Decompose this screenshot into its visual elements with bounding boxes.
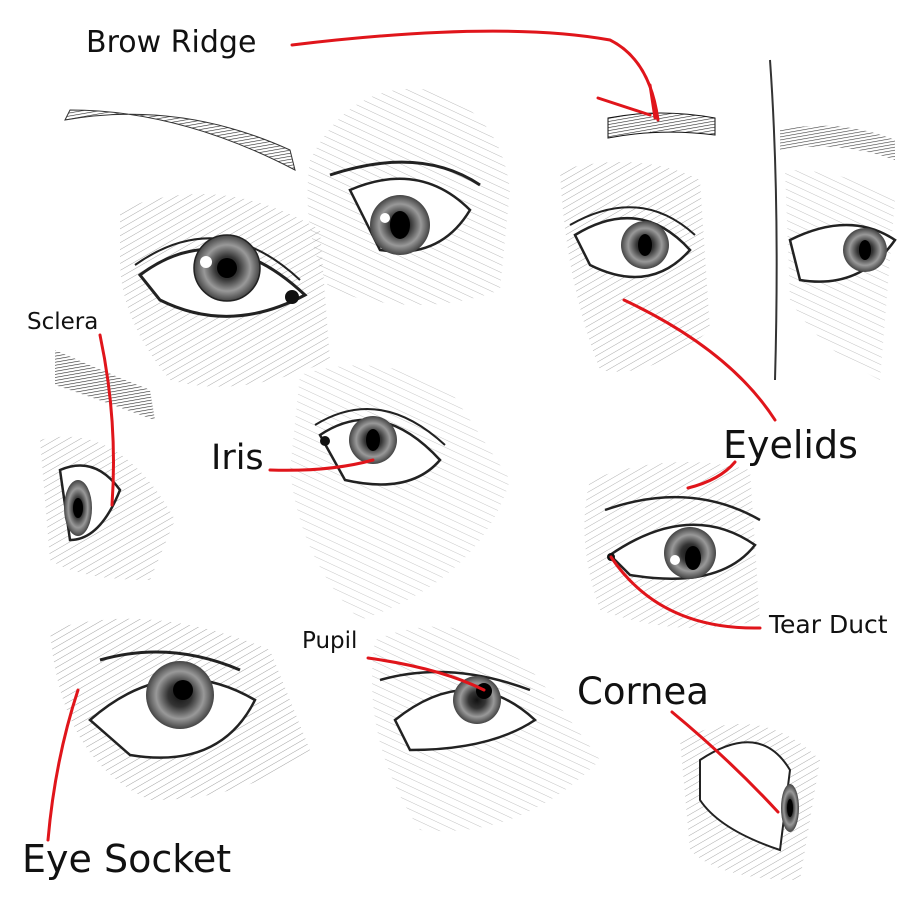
iris-leader <box>268 458 375 472</box>
eye-sketch-9 <box>372 626 600 832</box>
label-sclera: Sclera <box>27 309 99 335</box>
brow-ridge-arrow-1 <box>596 96 652 117</box>
label-brow-ridge: Brow Ridge <box>86 25 257 60</box>
label-iris: Iris <box>211 438 264 478</box>
eye-sketch-4 <box>769 59 897 381</box>
eye-sketch-1 <box>64 109 330 387</box>
eye-sketch-10 <box>680 724 820 880</box>
label-pupil: Pupil <box>302 628 358 654</box>
eye-sketch-3 <box>560 112 716 372</box>
label-eyelids: Eyelids <box>723 423 858 467</box>
eye-sketch-7 <box>584 462 761 628</box>
eye-sketch-8 <box>50 618 310 800</box>
label-eye-socket: Eye Socket <box>22 837 232 881</box>
sclera-leader <box>98 333 115 507</box>
brow-ridge-leader <box>290 29 660 122</box>
tear-duct-leader <box>609 555 762 630</box>
brow-ridge-arrow-2 <box>648 83 657 120</box>
eyelids-leader-2 <box>686 460 737 490</box>
leader-lines <box>46 29 780 842</box>
cornea-leader <box>670 710 780 814</box>
pupil-leader <box>366 656 486 692</box>
label-cornea: Cornea <box>577 670 709 713</box>
eyelids-leader <box>622 298 777 422</box>
eye-sketch-6 <box>290 365 510 620</box>
eye-socket-leader <box>46 688 80 842</box>
eye-sketch-2 <box>307 88 510 305</box>
eye-sketch-5 <box>40 350 175 580</box>
label-tear-duct: Tear Duct <box>769 610 888 639</box>
